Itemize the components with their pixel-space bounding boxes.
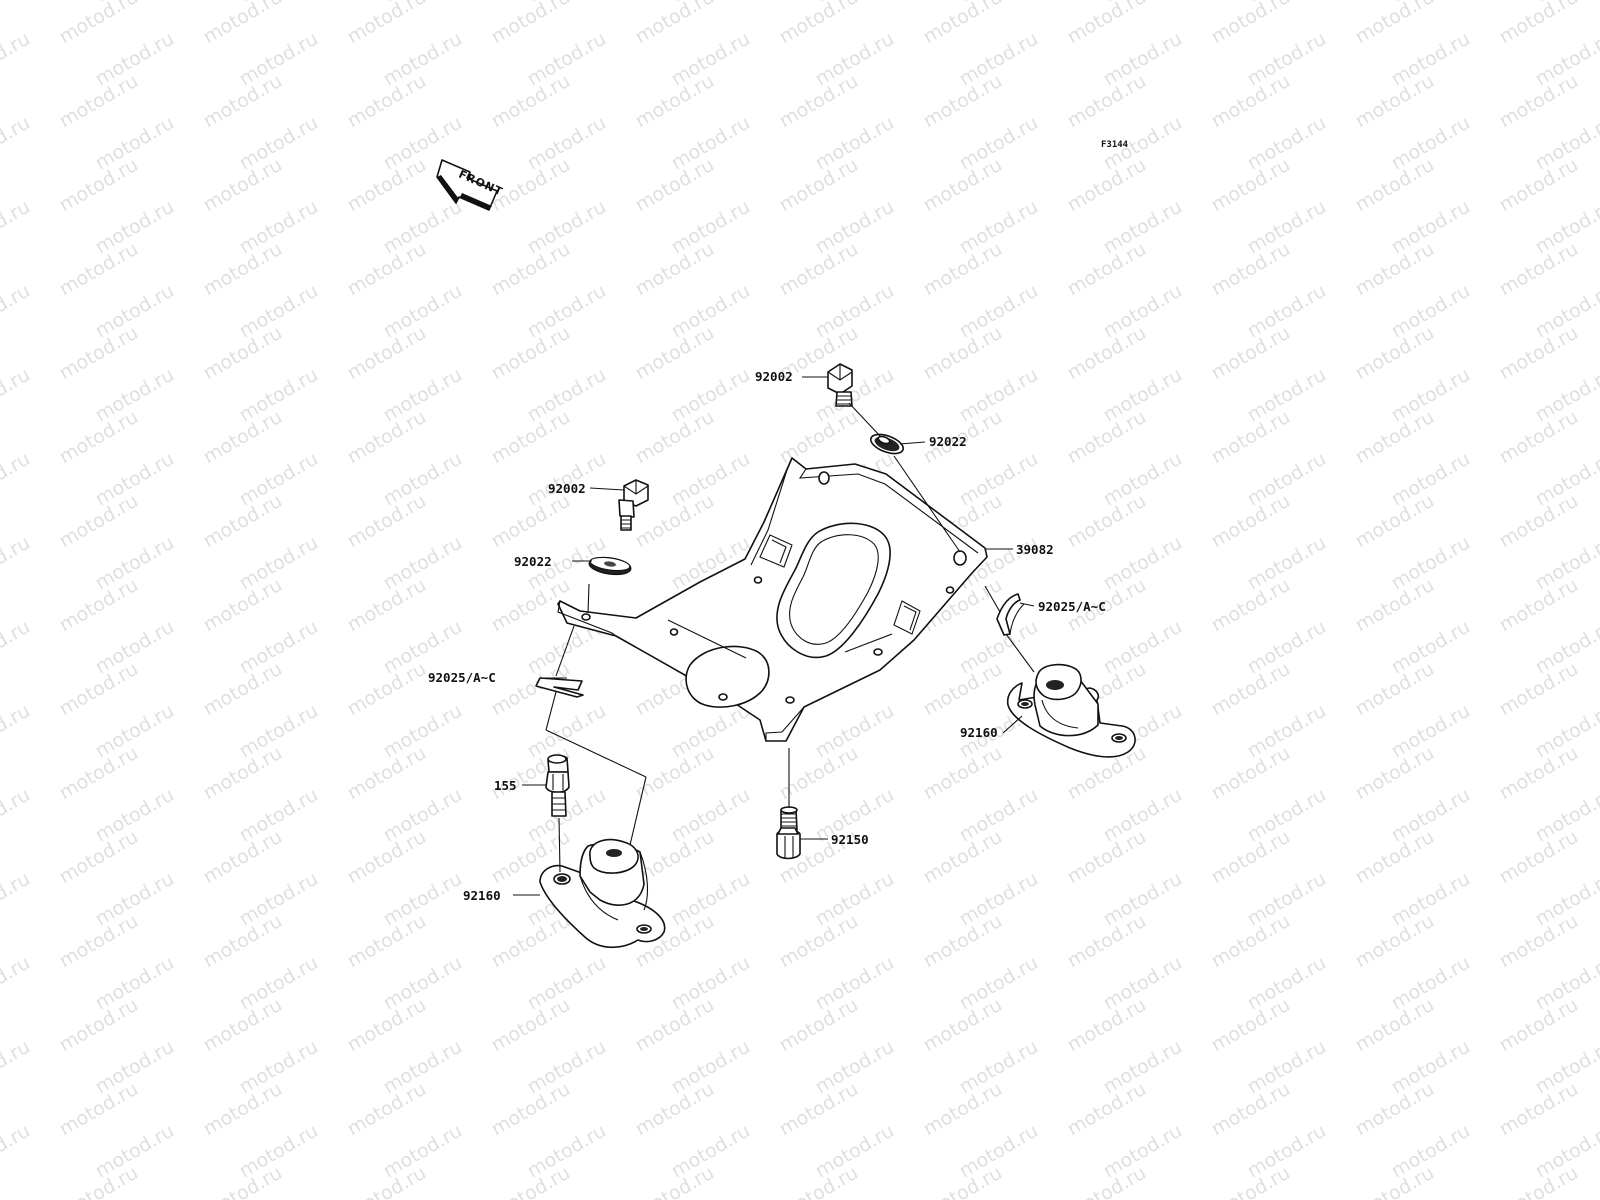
watermark-text: motod.ru: [0, 1120, 34, 1183]
watermark-text: motod.ru: [0, 868, 34, 931]
leader-lines: [513, 376, 1035, 896]
bolt-92150: [776, 806, 801, 860]
clip-left: [535, 677, 584, 698]
clip-right: [996, 593, 1025, 636]
washer-top-right: [869, 433, 905, 455]
label-bolt-top-right: 92002: [755, 369, 793, 384]
watermark-text: motod.ru: [776, 0, 862, 48]
watermark-text: motod.ru: [0, 364, 34, 427]
watermark-text: motod.ru: [0, 280, 34, 343]
watermark-text: motod.ru: [632, 0, 718, 48]
bolt-top-right: [827, 363, 853, 407]
label-washer-top-right: 92022: [929, 434, 967, 449]
watermark-text: motod.ru: [0, 532, 34, 595]
bolt-155: [545, 754, 570, 817]
watermark-text: motod.ru: [0, 448, 34, 511]
mount-left: [539, 838, 666, 949]
diagram-code: F3144: [1101, 140, 1129, 150]
watermark-text: motod.ru: [0, 112, 34, 175]
watermark-text: motod.ru: [0, 700, 34, 763]
watermark-text: motod.ru: [1208, 0, 1294, 48]
label-washer-left: 92022: [514, 554, 552, 569]
watermark-text: motod.ru: [0, 1036, 34, 1099]
label-bolt-left: 92002: [548, 481, 586, 496]
watermark-text: motod.ru: [1352, 0, 1438, 48]
part-labels: 92002 92022 92002 92022 39082 92025/A~C …: [428, 369, 1106, 903]
watermark-text: motod.ru: [920, 0, 1006, 48]
watermark-text: motod.ru: [488, 0, 574, 48]
watermark-text: motod.ru: [0, 196, 34, 259]
watermark-text: motod.ru: [1064, 0, 1150, 48]
watermark-text: motod.ru: [200, 0, 286, 48]
washer-left: [588, 556, 632, 576]
label-bolt-bottom: 92150: [831, 832, 869, 847]
watermark-text: motod.ru: [0, 0, 34, 6]
label-clip-right: 92025/A~C: [1038, 599, 1106, 614]
watermark-text: motod.ru: [56, 0, 142, 48]
label-bolt-small: 155: [494, 778, 517, 793]
label-mount-right: 92160: [960, 725, 998, 740]
watermark-text: motod.ru: [0, 952, 34, 1015]
label-clip-left: 92025/A~C: [428, 670, 496, 685]
watermark-text: motod.ru: [0, 616, 34, 679]
label-plate: 39082: [1016, 542, 1054, 557]
watermark-text: motod.ru: [0, 28, 34, 91]
base-plate: [557, 457, 988, 742]
mount-right: [1006, 663, 1136, 758]
bolt-left: [618, 479, 649, 531]
label-mount-left: 92160: [463, 888, 501, 903]
watermark-text: motod.ru: [1496, 0, 1582, 48]
watermark-text: motod.ru: [0, 784, 34, 847]
watermark-text: motod.ru: [344, 0, 430, 48]
